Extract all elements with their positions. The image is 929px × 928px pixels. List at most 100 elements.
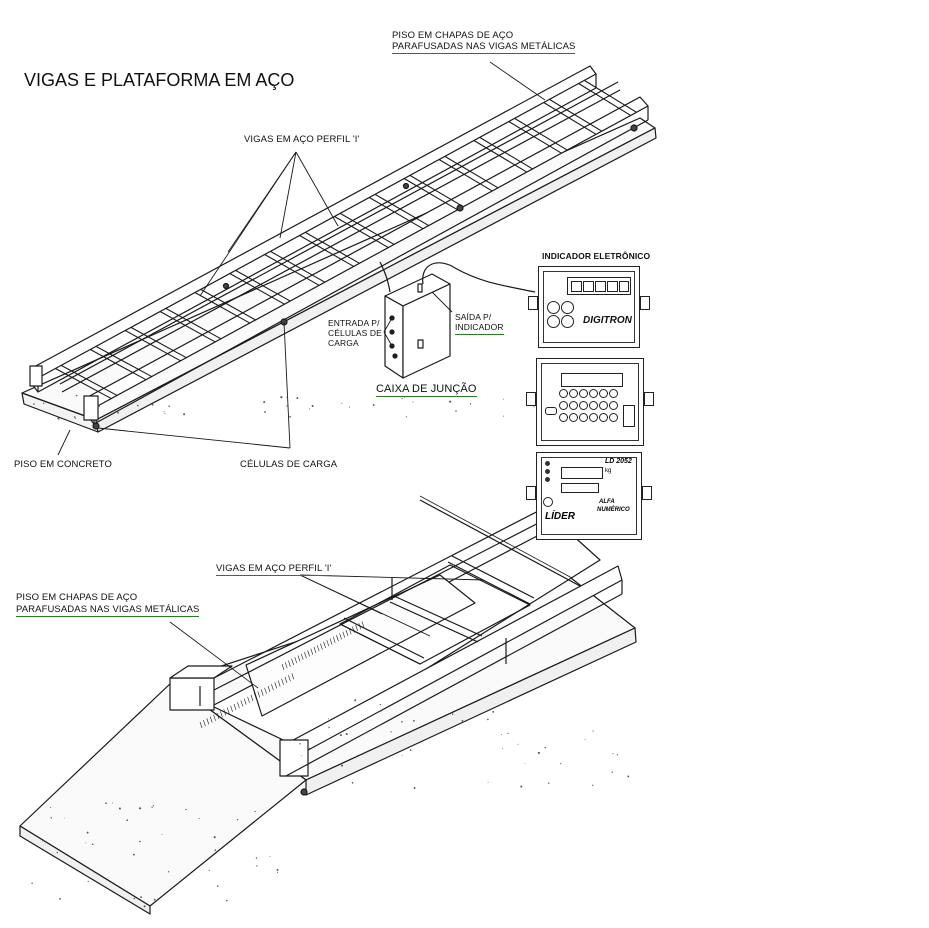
speckle-dot bbox=[401, 754, 403, 756]
speckle-dot bbox=[256, 865, 258, 867]
cross-member bbox=[55, 368, 112, 400]
grate-tick bbox=[300, 653, 304, 660]
grate-tick bbox=[284, 662, 288, 669]
bottom-ramp bbox=[19, 681, 307, 915]
page-title: VIGAS E PLATAFORMA EM AÇO bbox=[24, 70, 295, 90]
cross-member-edge bbox=[270, 251, 326, 283]
grate-tick bbox=[260, 689, 264, 696]
grate-tick bbox=[203, 720, 206, 727]
speckle-dot bbox=[455, 410, 457, 412]
grate-tick bbox=[316, 645, 320, 652]
speckle-dot bbox=[286, 396, 288, 398]
speckle-dot bbox=[226, 899, 228, 902]
label-entrada-1: ENTRADA P/ bbox=[328, 318, 380, 328]
keypad-side-switches bbox=[623, 405, 635, 427]
grate-tick bbox=[358, 623, 362, 630]
speckle-dot bbox=[118, 807, 121, 810]
cross-member-edge bbox=[305, 232, 360, 264]
speckle-dot bbox=[183, 413, 186, 416]
cross-member bbox=[299, 235, 354, 267]
speckle-dot bbox=[328, 726, 330, 729]
keypad-bracket-left bbox=[526, 392, 536, 406]
bottom-inner-i-beams bbox=[339, 555, 535, 665]
digitron-bracket-right bbox=[640, 296, 650, 310]
cross-member-edge bbox=[61, 365, 118, 397]
speckle-dot bbox=[354, 699, 357, 702]
grate-tick bbox=[264, 687, 267, 694]
speckle-dot bbox=[198, 817, 200, 820]
cross-member bbox=[578, 83, 631, 116]
cross-member-edge bbox=[549, 99, 603, 132]
cross-member-edge bbox=[479, 137, 534, 170]
keypad-key bbox=[569, 413, 578, 422]
keypad-key bbox=[559, 389, 568, 398]
grate-tick bbox=[281, 663, 285, 671]
grate-tick bbox=[243, 698, 247, 705]
speckle-dot bbox=[612, 753, 614, 755]
keypad-key bbox=[579, 401, 588, 410]
bottom-deck-grating bbox=[199, 621, 365, 729]
digitron-keypad bbox=[547, 301, 575, 329]
speckle-dot bbox=[216, 885, 219, 887]
speckle-dot bbox=[299, 743, 301, 745]
cross-member-edge bbox=[165, 308, 222, 340]
grate-tick bbox=[284, 676, 288, 684]
keypad-key bbox=[609, 413, 618, 422]
grate-tick bbox=[281, 678, 284, 685]
grate-tick bbox=[304, 652, 307, 659]
speckle-dot bbox=[351, 781, 354, 784]
indicator-keypad bbox=[536, 358, 644, 446]
cross-member bbox=[473, 140, 528, 173]
lider-sub1-label: ALFA bbox=[599, 499, 615, 505]
speckle-dot bbox=[379, 703, 382, 706]
speckle-dot bbox=[276, 868, 279, 871]
load-cell-cable bbox=[379, 261, 391, 293]
keypad-key bbox=[599, 401, 608, 410]
speckle-dot bbox=[611, 771, 613, 773]
keypad-key bbox=[579, 389, 588, 398]
speckle-dot bbox=[409, 749, 412, 751]
speckle-dot bbox=[584, 739, 586, 741]
grate-tick bbox=[254, 693, 257, 700]
cross-member-edge bbox=[409, 175, 464, 208]
speckle-dot bbox=[500, 734, 502, 736]
speckle-dot bbox=[502, 748, 504, 750]
keypad-left-button bbox=[545, 407, 557, 415]
keypad-display bbox=[561, 373, 623, 387]
speckle-dot bbox=[85, 842, 87, 844]
lider-display bbox=[561, 467, 603, 479]
keypad-key bbox=[589, 389, 598, 398]
grate-tick bbox=[361, 621, 365, 628]
speckle-dot bbox=[461, 719, 464, 722]
indicator-digitron: DIGITRON bbox=[538, 266, 640, 348]
speckle-dot bbox=[133, 897, 136, 900]
cross-member-edge bbox=[375, 194, 430, 227]
speckle-dot bbox=[143, 905, 146, 908]
speckle-dot bbox=[524, 763, 526, 765]
grate-tick bbox=[291, 658, 294, 665]
lider-text-display bbox=[561, 483, 599, 493]
label-vigas-perfil-top: VIGAS EM AÇO PERFIL 'I' bbox=[244, 134, 360, 145]
speckle-dot bbox=[126, 819, 129, 822]
speckle-dot bbox=[140, 896, 142, 899]
speckle-dot bbox=[213, 836, 216, 839]
speckle-dot bbox=[50, 806, 52, 809]
digitron-bracket-left bbox=[528, 296, 538, 310]
speckle-dot bbox=[592, 730, 594, 732]
cross-member-edge bbox=[444, 156, 499, 189]
lider-brand-label: LÍDER bbox=[545, 511, 575, 522]
label-caixa-juncao: CAIXA DE JUNÇÃO bbox=[376, 383, 477, 397]
speckle-dot bbox=[507, 732, 509, 735]
grate-tick bbox=[326, 640, 330, 647]
digitron-inner-panel bbox=[543, 271, 635, 343]
grate-tick bbox=[247, 696, 250, 703]
keypad-key bbox=[609, 401, 618, 410]
speckle-dot bbox=[74, 417, 76, 419]
top-leader-lines bbox=[57, 61, 546, 456]
keypad-key bbox=[559, 413, 568, 422]
speckle-dot bbox=[42, 839, 44, 842]
speckle-dot bbox=[105, 802, 107, 805]
speckle-dot bbox=[269, 856, 271, 858]
digitron-brand-label: DIGITRON bbox=[583, 315, 632, 326]
